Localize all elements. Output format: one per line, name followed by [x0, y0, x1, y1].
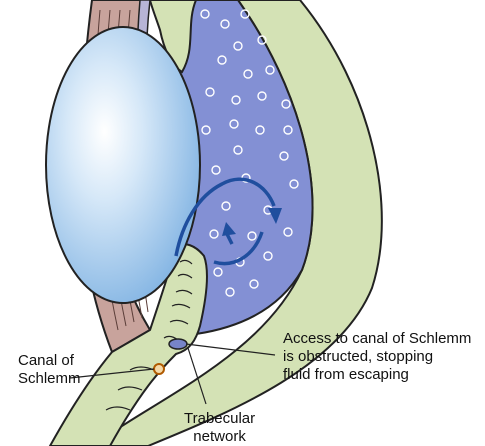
leader-lines: [69, 343, 276, 405]
trabecular-label-line1: Trabecular: [184, 410, 256, 427]
trabecular-fibers: [105, 259, 193, 411]
access-obstructed-label: Access to canal of Schlemm is obstructed…: [283, 330, 471, 384]
lens: [45, 26, 201, 304]
canal-label-line1: Canal of: [18, 352, 74, 369]
obstructed-access: [168, 338, 188, 350]
access-label-line3: fluid from escaping: [283, 366, 409, 383]
canal-label-line2: Schlemm: [18, 370, 81, 387]
fluid-bubbles: [200, 9, 299, 297]
access-label-line1: Access to canal of Schlemm: [283, 330, 472, 347]
canal-of-schlemm-label: Canal of Schlemm: [18, 352, 81, 388]
arrow-head-up: [222, 222, 236, 236]
trabecular-label-line2: network: [193, 428, 246, 445]
arrow-head-down: [268, 208, 282, 224]
canal-of-schlemm: [153, 363, 165, 375]
trabecular-network-label: Trabecular network: [184, 410, 255, 446]
access-label-line2: is obstructed, stopping: [283, 348, 434, 365]
